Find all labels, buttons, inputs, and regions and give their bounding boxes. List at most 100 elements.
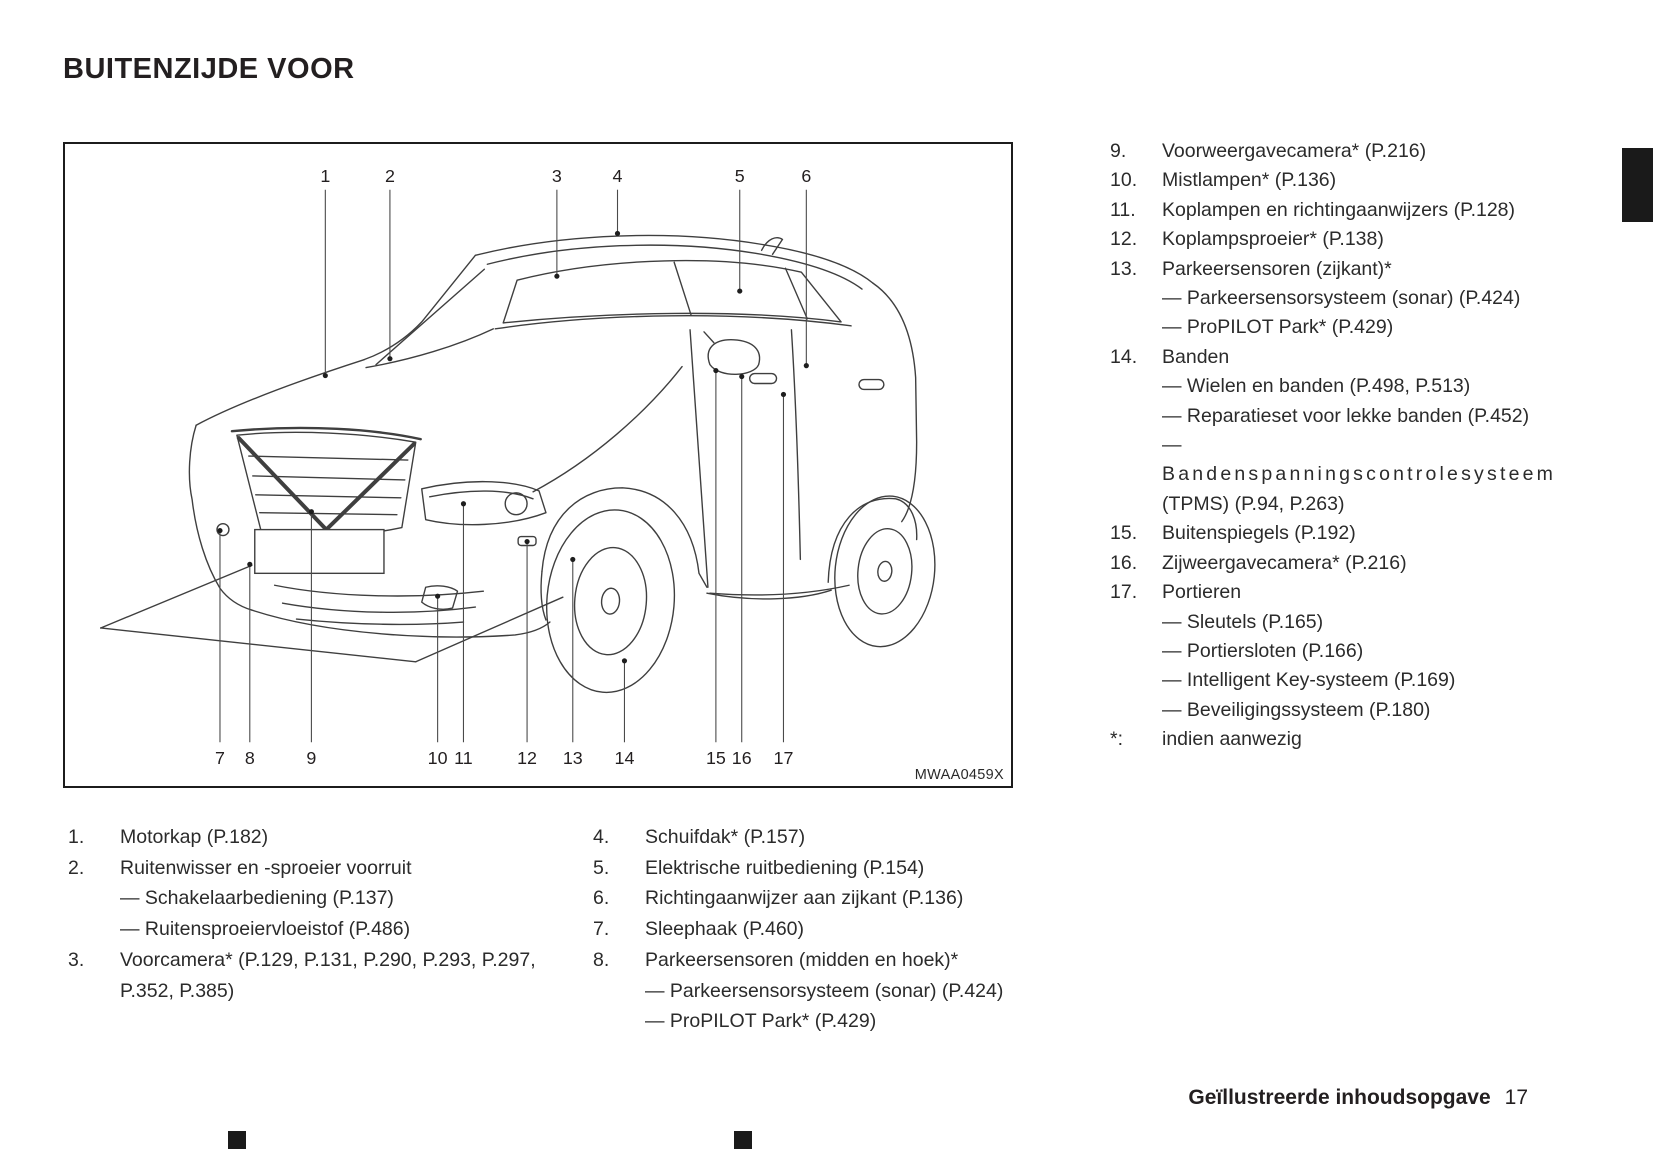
subitem-page-ref: (TPMS) (P.94, P.263) [1162, 492, 1345, 515]
license-plate [254, 528, 385, 575]
page-footer: Geïllustreerde inhoudsopgave 17 [1188, 1086, 1528, 1110]
list-item-number: 11. [1110, 198, 1136, 221]
front-grille [230, 426, 422, 537]
callout-number: 10 [428, 748, 448, 768]
list-item: 13. Parkeersensoren (zijkant)* [1110, 255, 1550, 284]
list-item-text: Zijweergavecamera* (P.216) [1162, 551, 1407, 574]
list-item-number: 16. [1110, 551, 1138, 574]
callout-number: 11 [454, 748, 473, 768]
list-item-number: 9. [1110, 140, 1127, 162]
list-item: 11. Koplampen en richtingaanwijzers (P.1… [1110, 196, 1550, 225]
list-item-text: Ruitenwisser en -sproeier voorruit [120, 856, 412, 879]
list-item-text: Motorkap (P.182) [120, 826, 269, 848]
list-subitem: — Bandenspanningscontrolesysteem (TPMS) … [1110, 431, 1553, 519]
headlight [421, 480, 547, 526]
list-subitem: — Wielen en banden (P.498, P.513) [1110, 372, 1550, 401]
list-item-text: Parkeersensoren (midden en hoek)* [645, 948, 959, 971]
callout-number: 1 [320, 166, 330, 186]
list-subitem-text: — ProPILOT Park* (P.429) [645, 1010, 877, 1033]
parts-list-middle: 4. Schuifdak* (P.157) 5. Elektrische rui… [593, 822, 1038, 1037]
callout-number: 2 [385, 166, 395, 186]
list-item-number: 8. [593, 948, 610, 971]
callout-number: 12 [517, 748, 537, 768]
list-subitem: — Beveiligingssysteem (P.180) [1110, 696, 1550, 725]
list-item: 10. Mistlampen* (P.136) [1110, 166, 1550, 195]
list-item-text: Portieren [1162, 581, 1242, 604]
list-subitem-text: — Portiersloten (P.166) [1162, 639, 1364, 662]
callout-number: 4 [613, 166, 623, 186]
list-item: 1. Motorkap (P.182) [68, 822, 550, 853]
footnote-marker: *: [1110, 728, 1124, 751]
list-item-number: 7. [593, 918, 610, 941]
list-item: 5. Elektrische ruitbediening (P.154) [593, 853, 1038, 884]
list-item-number: 15. [1110, 522, 1138, 545]
list-item-number: 6. [593, 887, 610, 910]
list-item-number: 1. [68, 826, 85, 848]
callout-numbers-bottom: 7 8 9 10 11 12 13 14 15 16 17 [215, 748, 793, 768]
list-item-number: 2. [68, 856, 85, 879]
list-item-text: Elektrische ruitbediening (P.154) [645, 856, 925, 879]
callout-numbers-top: 1 2 3 4 5 6 [320, 166, 811, 186]
list-item: 3. Voorcamera* (P.129, P.131, P.290, P.2… [68, 945, 550, 1006]
front-bumper [216, 522, 537, 626]
callout-number: 9 [306, 748, 316, 768]
list-item-text: Koplampsproeier* (P.138) [1162, 228, 1384, 251]
list-item-number: 14. [1110, 345, 1138, 368]
list-item-text: Voorweergavecamera* (P.216) [1162, 140, 1427, 162]
list-subitem-text: — Schakelaarbediening (P.137) [120, 887, 394, 910]
list-item-text: Banden [1162, 345, 1230, 368]
list-subitem-text: — Parkeersensorsysteem (sonar) (P.424) [1162, 287, 1521, 310]
footnote: *: indien aanwezig [1110, 725, 1550, 754]
list-item: 2. Ruitenwisser en -sproeier voorruit [68, 853, 550, 884]
print-mark [228, 1131, 246, 1149]
list-subitem-text: — Wielen en banden (P.498, P.513) [1162, 375, 1471, 398]
list-item: 7. Sleephaak (P.460) [593, 914, 1038, 945]
subitem-dash: — [1162, 434, 1182, 457]
ground-lines [100, 564, 564, 663]
list-item-text: Schuifdak* (P.157) [645, 826, 806, 848]
page-title: BUITENZIJDE VOOR [63, 53, 355, 86]
list-subitem-text: — Bandenspanningscontrolesysteem (TPMS) … [1162, 434, 1556, 515]
list-subitem-text: — Reparatieset voor lekke banden (P.452) [1162, 404, 1530, 427]
list-item-number: 3. [68, 948, 85, 971]
list-item: 8. Parkeersensoren (midden en hoek)* [593, 945, 1038, 976]
callout-number: 14 [615, 748, 635, 768]
figure-code: MWAA0459X [914, 767, 1004, 783]
subitem-spaced-word: Bandenspanningscontrolesysteem [1162, 463, 1557, 486]
list-subitem: — Intelligent Key-systeem (P.169) [1110, 666, 1550, 695]
list-item-text: Mistlampen* (P.136) [1162, 169, 1337, 192]
footnote-text: indien aanwezig [1162, 728, 1302, 751]
list-subitem: — ProPILOT Park* (P.429) [593, 1006, 1038, 1037]
callout-number: 6 [801, 166, 811, 186]
list-item-text: Buitenspiegels (P.192) [1162, 522, 1356, 545]
list-item: 9. Voorweergavecamera* (P.216) [1110, 137, 1550, 166]
list-subitem: — ProPILOT Park* (P.429) [1110, 313, 1550, 342]
car-illustration: 1 2 3 4 5 6 7 8 9 10 11 12 13 14 15 16 1… [100, 166, 936, 768]
list-subitem-text: — Ruitensproeiervloeistof (P.486) [120, 918, 411, 941]
callout-number: 15 [706, 748, 726, 768]
list-item-text: Parkeersensoren (zijkant)* [1162, 257, 1392, 280]
list-item: 15. Buitenspiegels (P.192) [1110, 519, 1550, 548]
list-item-number: 12. [1110, 228, 1138, 251]
list-subitem-text: — Beveiligingssysteem (P.180) [1162, 698, 1431, 721]
list-subitem: — Reparatieset voor lekke banden (P.452) [1110, 402, 1550, 431]
list-item: 16. Zijweergavecamera* (P.216) [1110, 549, 1550, 578]
list-item: 17. Portieren [1110, 578, 1550, 607]
list-subitem-text: — Intelligent Key-systeem (P.169) [1162, 669, 1456, 692]
list-subitem: — Ruitensproeiervloeistof (P.486) [68, 914, 550, 945]
list-item-number: 17. [1110, 581, 1138, 604]
callout-number: 17 [774, 748, 794, 768]
list-item: 4. Schuifdak* (P.157) [593, 822, 1038, 853]
print-mark [734, 1131, 752, 1149]
side-mirror [703, 331, 761, 376]
callout-number: 5 [735, 166, 745, 186]
callout-number: 13 [563, 748, 583, 768]
footer-page-number: 17 [1504, 1086, 1528, 1109]
callout-number: 8 [245, 748, 255, 768]
list-subitem-text: — ProPILOT Park* (P.429) [1162, 316, 1394, 339]
list-item-number: 13. [1110, 257, 1138, 280]
front-wheel [545, 509, 676, 694]
door-handle [858, 378, 885, 391]
list-item-text: Sleephaak (P.460) [645, 918, 805, 941]
footer-section-label: Geïllustreerde inhoudsopgave [1188, 1086, 1491, 1109]
